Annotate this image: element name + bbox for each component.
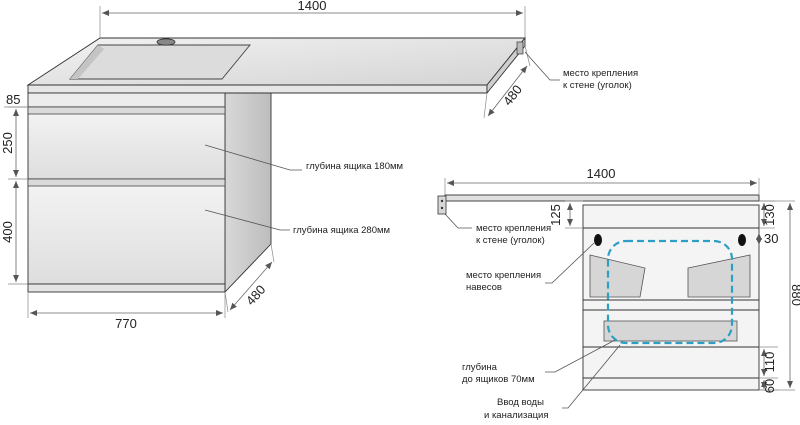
front-note-wall-mount-line1: место крепления bbox=[476, 223, 551, 234]
note-drawer-upper-depth: глубина ящика 180мм bbox=[306, 161, 403, 172]
note-wall-mount-line1: место крепления bbox=[563, 68, 638, 79]
front-dim-110: 110 bbox=[762, 352, 777, 373]
wall-bracket bbox=[516, 41, 524, 55]
bracket-screw-top bbox=[440, 199, 444, 203]
front-countertop bbox=[444, 194, 760, 202]
front-dim-30: 30 bbox=[764, 231, 778, 246]
hinge-mount-right bbox=[738, 234, 746, 246]
dim-drawer-lower-height: 400 bbox=[0, 221, 15, 243]
note-drawer-lower-depth: глубина ящика 280мм bbox=[293, 225, 390, 236]
drawer-upper-lip bbox=[27, 106, 226, 115]
dim-top-depth: 480 bbox=[500, 82, 525, 108]
front-dim-60: 60 bbox=[762, 379, 777, 393]
isometric-view: 1400 85 250 400 770 480 480 место крепле… bbox=[0, 0, 638, 331]
cabinet-top-strip bbox=[27, 92, 226, 108]
cabinet-plinth bbox=[27, 283, 226, 293]
cutout-right bbox=[687, 254, 751, 298]
front-view: 1400 125 130 30 880 110 60 место креплен… bbox=[437, 166, 800, 421]
front-note-hinge-line1: место крепления bbox=[466, 270, 541, 281]
front-dim-top-gap: 125 bbox=[548, 204, 563, 226]
front-cabinet-body bbox=[582, 204, 760, 391]
drawer-lower-lip bbox=[27, 178, 226, 187]
dim-drawer-upper-height: 250 bbox=[0, 132, 15, 154]
note-wall-mount-line2: к стене (уголок) bbox=[563, 80, 632, 91]
front-dim-width: 1400 bbox=[587, 166, 616, 181]
front-dim-height: 880 bbox=[789, 284, 800, 306]
dim-cabinet-width: 770 bbox=[115, 316, 137, 331]
front-note-depth-line1: глубина bbox=[462, 362, 498, 373]
faucet-hole bbox=[156, 38, 176, 46]
dim-top-width: 1400 bbox=[298, 0, 327, 13]
drawer-lower-front bbox=[27, 178, 226, 285]
sink-basin-wall bbox=[70, 45, 104, 79]
hinge-mount-left bbox=[594, 234, 602, 246]
sink-basin bbox=[69, 44, 251, 80]
cabinet-side-face bbox=[224, 92, 272, 294]
cutout-left bbox=[589, 254, 646, 298]
drawer-upper-front bbox=[27, 106, 226, 180]
front-note-water-line2: и канализация bbox=[484, 410, 549, 421]
front-note-depth-line2: до ящиков 70мм bbox=[462, 374, 535, 385]
bracket-screw-bottom bbox=[440, 206, 444, 210]
countertop-front-edge bbox=[27, 84, 488, 94]
front-dim-130: 130 bbox=[762, 204, 777, 226]
front-note-hinge-line2: навесов bbox=[466, 282, 502, 293]
siphon-zone bbox=[606, 239, 734, 345]
dim-top-height: 85 bbox=[6, 92, 20, 107]
front-note-water-line1: Ввод воды bbox=[497, 397, 544, 408]
dim-cabinet-depth: 480 bbox=[243, 282, 269, 308]
front-wall-bracket bbox=[437, 195, 447, 215]
front-note-wall-mount-line2: к стене (уголок) bbox=[476, 235, 545, 246]
cutout-bottom bbox=[603, 320, 738, 342]
